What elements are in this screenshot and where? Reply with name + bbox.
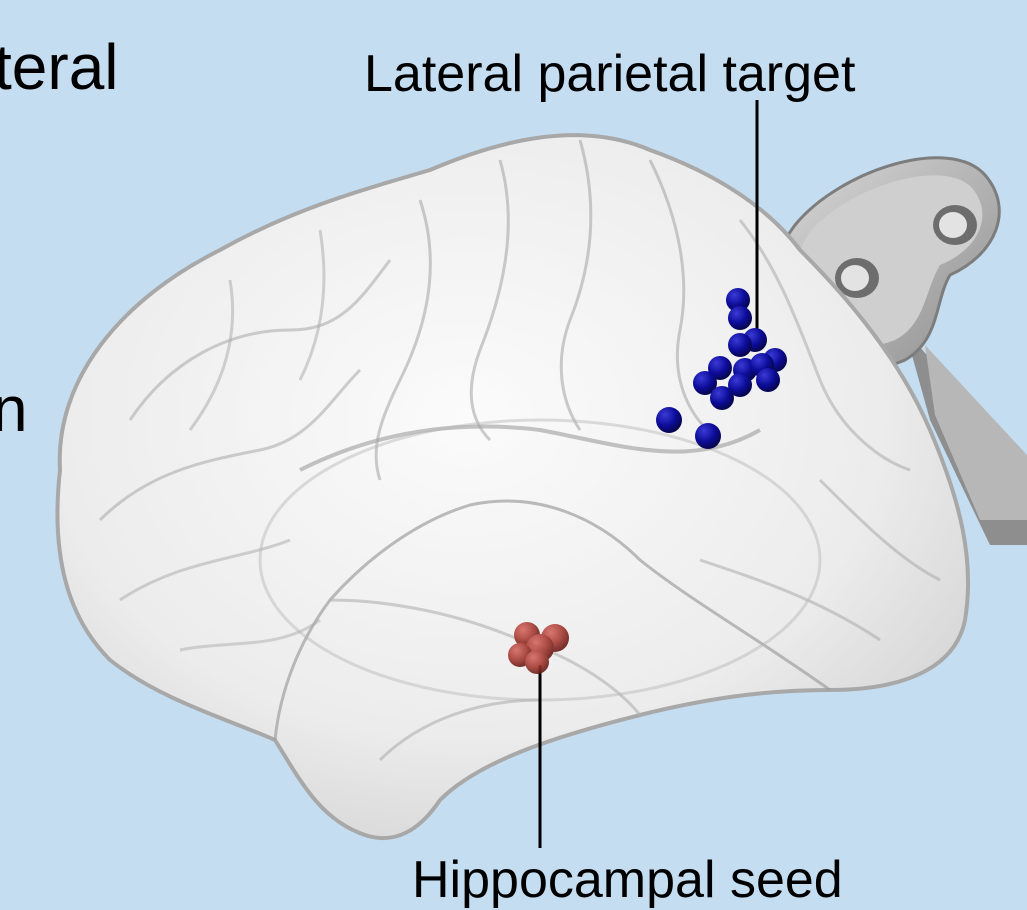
target-marker <box>695 423 721 449</box>
target-marker <box>710 386 734 410</box>
target-marker <box>728 333 752 357</box>
target-marker <box>728 306 752 330</box>
seed-marker <box>525 650 549 674</box>
target-marker <box>656 407 682 433</box>
hippocampal-seed-label: Hippocampal seed <box>412 850 843 910</box>
target-marker <box>756 368 780 392</box>
lateral-parietal-target-label: Lateral parietal target <box>364 44 855 104</box>
